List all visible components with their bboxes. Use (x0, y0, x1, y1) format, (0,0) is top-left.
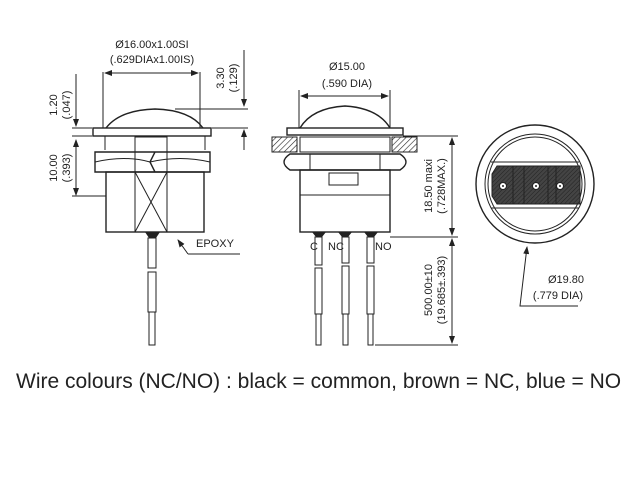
outer-rim (475, 124, 595, 244)
dimension-label: (.393) (61, 154, 73, 183)
left-view: Ø16.00x1.00SI (.629DIAx1.00IS) 1.20 (.04… (48, 39, 248, 346)
wire (147, 237, 157, 269)
dimension-label: (.728MAX.) (436, 158, 448, 214)
dimension-label: 1.20 (48, 94, 60, 115)
dimension-label: 3.30 (215, 67, 227, 88)
panel-section (271, 136, 298, 153)
body (105, 171, 205, 233)
dome (105, 108, 204, 129)
terminal-label-c: C (310, 241, 318, 253)
epoxy-label: EPOXY (196, 238, 235, 250)
terminal-label-nc: NC (328, 241, 344, 253)
dimension-label: (.129) (228, 64, 240, 93)
nut (94, 151, 211, 173)
wire-colour-caption: Wire colours (NC/NO) : black = common, b… (16, 370, 622, 393)
nut (283, 153, 407, 171)
body (299, 169, 391, 233)
dimension-label: 18.50 maxi (423, 159, 435, 213)
dimension-label: 500.00±10 (423, 264, 435, 316)
dimension-label: Ø19.80 (548, 274, 584, 286)
dimension-label: (.779 DIA) (533, 290, 583, 302)
side-view: C NC NO Ø15.00 (.590 DIA) 18.50 maxi (.7… (271, 61, 458, 346)
dimension-label: (.629DIAx1.00IS) (110, 54, 194, 66)
dimension-label: (.590 DIA) (322, 78, 372, 90)
terminal-label-no: NO (375, 241, 392, 253)
dimension-label: (.047) (61, 91, 73, 120)
epoxy-seal (145, 232, 160, 238)
wires (314, 236, 375, 346)
terminal-pins (499, 182, 564, 190)
dimension-label: 10.00 (48, 154, 60, 182)
dimension-label: Ø15.00 (329, 61, 365, 73)
bottom-view: Ø19.80 (.779 DIA) (475, 124, 595, 307)
flange (92, 127, 212, 137)
flange (286, 127, 404, 136)
dome (299, 105, 391, 129)
dimension-label: (19.685±.393) (436, 256, 448, 324)
window (328, 172, 359, 186)
dimension-label: Ø16.00x1.00SI (115, 39, 188, 51)
panel-section (391, 136, 418, 153)
